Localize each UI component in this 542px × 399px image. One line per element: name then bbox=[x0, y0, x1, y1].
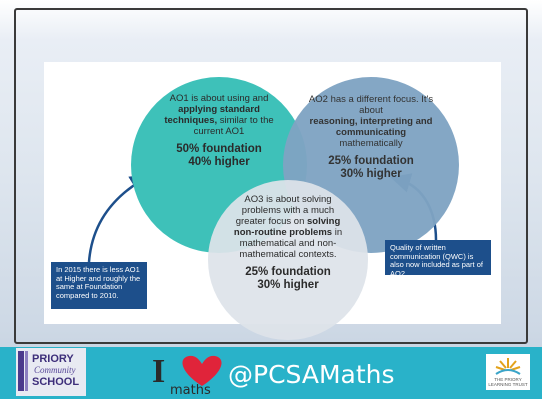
trust-text-line-2: LEARNING TRUST bbox=[488, 382, 527, 387]
ao3-bold-text: solving non-routine problems bbox=[233, 216, 341, 238]
ao1-text-2: similar to the current AO1 bbox=[193, 115, 274, 137]
ao1-text: AO1 is about using and bbox=[169, 93, 269, 104]
ao1-foundation-stat: 50% foundation bbox=[176, 143, 262, 155]
ilove-i: I bbox=[152, 353, 165, 390]
note-right: Quality of written communication (QWC) i… bbox=[385, 240, 491, 277]
slide-frame bbox=[14, 8, 528, 344]
ao2-foundation-stat: 25% foundation bbox=[328, 155, 414, 167]
maths-text: maths bbox=[170, 383, 211, 396]
ao1-higher-stat: 40% higher bbox=[188, 156, 250, 168]
ao2-text: AO2 has a different focus. It's about bbox=[308, 94, 434, 116]
note-left: In 2015 there is less AO1 at Higher and … bbox=[51, 262, 147, 309]
twitter-handle: @PCSAMaths bbox=[228, 360, 395, 389]
ao3-circle: AO3 is about solving problems with a muc… bbox=[208, 180, 368, 340]
learning-trust-logo: THE PRIORY LEARNING TRUST bbox=[486, 354, 530, 390]
school-logo-line-2: Community bbox=[34, 365, 76, 375]
ao3-higher-stat: 30% higher bbox=[257, 279, 319, 291]
ao3-foundation-stat: 25% foundation bbox=[245, 266, 331, 278]
ao1-bold-text: applying standard techniques, bbox=[164, 104, 260, 126]
sun-icon bbox=[495, 358, 521, 375]
school-logo-line-3: SCHOOL bbox=[32, 376, 79, 388]
ao2-bold-text: reasoning, interpreting and communicatin… bbox=[309, 116, 433, 138]
footer-bar bbox=[0, 347, 542, 399]
trust-text-line-1: THE PRIORY bbox=[494, 377, 521, 382]
arrow-left bbox=[87, 174, 151, 263]
ao2-higher-stat: 30% higher bbox=[340, 168, 402, 180]
ao-venn-panel: AO1 is about using and applying standard… bbox=[44, 62, 501, 340]
school-logo: PRIORY Community SCHOOL bbox=[16, 348, 86, 396]
ao3-text-2: in mathematical and non-mathematical con… bbox=[239, 227, 343, 260]
ao2-text-2: mathematically bbox=[339, 138, 403, 149]
heart-icon bbox=[182, 355, 222, 386]
school-logo-line-1: PRIORY bbox=[32, 353, 74, 365]
i-love-maths-logo: I maths bbox=[152, 353, 222, 396]
ao3-text: AO3 is about solving problems with a muc… bbox=[235, 194, 335, 227]
